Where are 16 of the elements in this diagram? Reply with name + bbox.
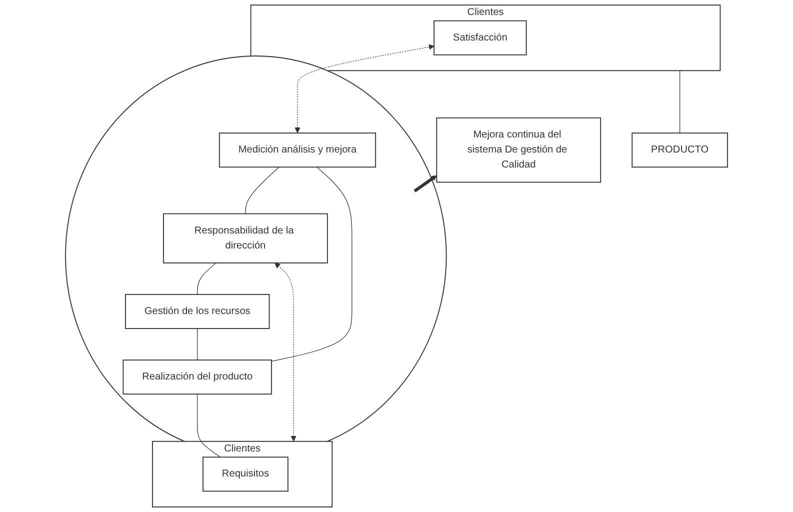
node-box: Satisfacción [434,20,527,56]
node-box: Realización del producto [122,360,272,395]
arrow [274,262,296,442]
connector [197,394,221,458]
node-box: Gestión de los recursos [124,294,270,329]
node-box: Medición análisis y mejora [218,132,376,168]
connector [271,166,352,362]
node-box: Requisitos [202,456,288,492]
node-box: Mejora continua del sistema De gestión de Calidad [436,117,602,183]
arrow [414,175,437,192]
node-box: Responsabilidad de la dirección [163,213,328,264]
arrow [294,44,434,134]
connector [197,328,198,360]
connector [197,262,216,295]
node-box: PRODUCTO [632,132,728,168]
connector [245,166,280,214]
